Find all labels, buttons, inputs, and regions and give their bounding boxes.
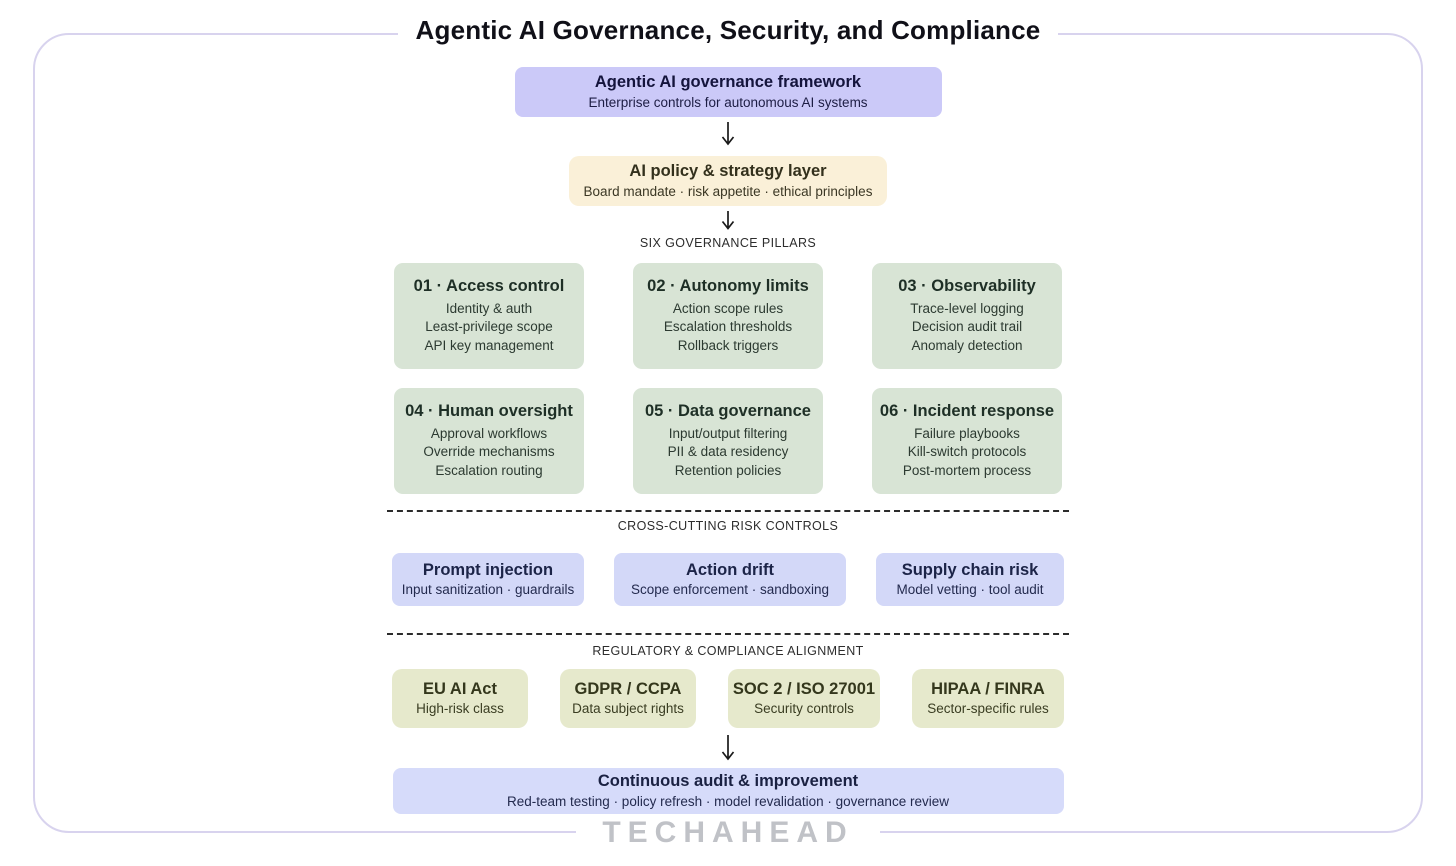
pillar-title: 03 · Observability xyxy=(898,277,1036,296)
policy-subtitle: Board mandate · risk appetite · ethical … xyxy=(583,183,873,199)
pillar-item: Approval workflows xyxy=(430,426,548,442)
framework-box: Agentic AI governance framework Enterpri… xyxy=(514,67,942,117)
pillar-item: Post-mortem process xyxy=(902,462,1032,478)
audit-title: Continuous audit & improvement xyxy=(597,772,859,791)
regulation-subtitle: Sector-specific rules xyxy=(927,701,1049,717)
risk-action-drift: Action drift Scope enforcement · sandbox… xyxy=(614,553,846,606)
pillar-item: Input/output filtering xyxy=(668,426,788,442)
pillar-item: Trace-level logging xyxy=(910,301,1024,317)
audit-subtitle: Red-team testing · policy refresh · mode… xyxy=(507,793,949,809)
pillar-item: Rollback triggers xyxy=(677,337,779,353)
pillar-item: Escalation thresholds xyxy=(663,319,793,335)
diagram-stack: Agentic AI governance framework Enterpri… xyxy=(35,35,1421,814)
regulation-soc2-iso: SOC 2 / ISO 27001 Security controls xyxy=(728,669,880,728)
pillar-grid: 01 · Access control Identity & auth Leas… xyxy=(394,263,1062,494)
risk-title: Supply chain risk xyxy=(901,560,1039,579)
audit-box: Continuous audit & improvement Red-team … xyxy=(392,768,1064,814)
regulation-gdpr-ccpa: GDPR / CCPA Data subject rights xyxy=(560,669,696,728)
risk-subtitle: Scope enforcement · sandboxing xyxy=(630,582,830,598)
policy-box: AI policy & strategy layer Board mandate… xyxy=(569,156,887,206)
pillar-data-governance: 05 · Data governance Input/output filter… xyxy=(633,388,823,494)
diagram-frame: Agentic AI Governance, Security, and Com… xyxy=(33,15,1423,849)
pillar-item: Anomaly detection xyxy=(911,337,1023,353)
techahead-logo: TECHAHEAD xyxy=(35,816,1421,850)
pillar-item: Kill-switch protocols xyxy=(907,444,1027,460)
pillar-observability: 03 · Observability Trace-level logging D… xyxy=(872,263,1062,369)
policy-title: AI policy & strategy layer xyxy=(629,162,827,181)
regulation-title: EU AI Act xyxy=(423,679,497,698)
risk-supply-chain: Supply chain risk Model vetting · tool a… xyxy=(876,553,1064,606)
dashed-divider xyxy=(387,510,1069,512)
regulation-title: HIPAA / FINRA xyxy=(931,679,1045,698)
pillar-autonomy-limits: 02 · Autonomy limits Action scope rules … xyxy=(633,263,823,369)
pillars-section-label: SIX GOVERNANCE PILLARS xyxy=(639,236,817,250)
framework-subtitle: Enterprise controls for autonomous AI sy… xyxy=(588,94,868,110)
dashed-divider xyxy=(387,633,1069,635)
regulation-row: EU AI Act High-risk class GDPR / CCPA Da… xyxy=(392,669,1064,728)
pillar-incident-response: 06 · Incident response Failure playbooks… xyxy=(872,388,1062,494)
page-title: Agentic AI Governance, Security, and Com… xyxy=(35,15,1421,46)
pillar-item: Identity & auth xyxy=(445,301,533,317)
pillar-item: Decision audit trail xyxy=(911,319,1023,335)
risk-row: Prompt injection Input sanitization · gu… xyxy=(392,553,1064,606)
pillar-item: Least-privilege scope xyxy=(425,319,553,335)
risk-subtitle: Input sanitization · guardrails xyxy=(401,582,575,598)
risk-section-label: CROSS-CUTTING RISK CONTROLS xyxy=(617,519,839,533)
pillar-item: Action scope rules xyxy=(672,301,784,317)
pillar-human-oversight: 04 · Human oversight Approval workflows … xyxy=(394,388,584,494)
pillar-title: 01 · Access control xyxy=(413,277,565,296)
pillar-item: Override mechanisms xyxy=(423,444,555,460)
pillar-title: 02 · Autonomy limits xyxy=(647,277,809,296)
regulation-subtitle: Data subject rights xyxy=(572,701,684,717)
pillar-title: 06 · Incident response xyxy=(879,402,1055,421)
regulation-subtitle: Security controls xyxy=(754,701,854,717)
regulation-subtitle: High-risk class xyxy=(416,701,504,717)
pillar-item: API key management xyxy=(424,337,554,353)
pillar-item: Failure playbooks xyxy=(914,426,1020,442)
risk-title: Action drift xyxy=(686,560,774,579)
regulatory-section-label: REGULATORY & COMPLIANCE ALIGNMENT xyxy=(592,644,864,658)
regulation-title: SOC 2 / ISO 27001 xyxy=(732,679,876,698)
regulation-hipaa-finra: HIPAA / FINRA Sector-specific rules xyxy=(912,669,1064,728)
down-arrow-icon xyxy=(721,211,735,230)
regulation-title: GDPR / CCPA xyxy=(574,679,682,698)
pillar-item: PII & data residency xyxy=(667,444,789,460)
pillar-title: 05 · Data governance xyxy=(645,402,811,421)
pillar-item: Escalation routing xyxy=(435,462,543,478)
down-arrow-icon xyxy=(721,735,735,761)
risk-subtitle: Model vetting · tool audit xyxy=(896,582,1044,598)
risk-title: Prompt injection xyxy=(422,560,554,579)
framework-title: Agentic AI governance framework xyxy=(594,73,862,92)
down-arrow-icon xyxy=(721,122,735,146)
pillar-access-control: 01 · Access control Identity & auth Leas… xyxy=(394,263,584,369)
regulation-eu-ai-act: EU AI Act High-risk class xyxy=(392,669,528,728)
risk-prompt-injection: Prompt injection Input sanitization · gu… xyxy=(392,553,584,606)
pillar-title: 04 · Human oversight xyxy=(405,402,573,421)
pillar-item: Retention policies xyxy=(674,462,782,478)
